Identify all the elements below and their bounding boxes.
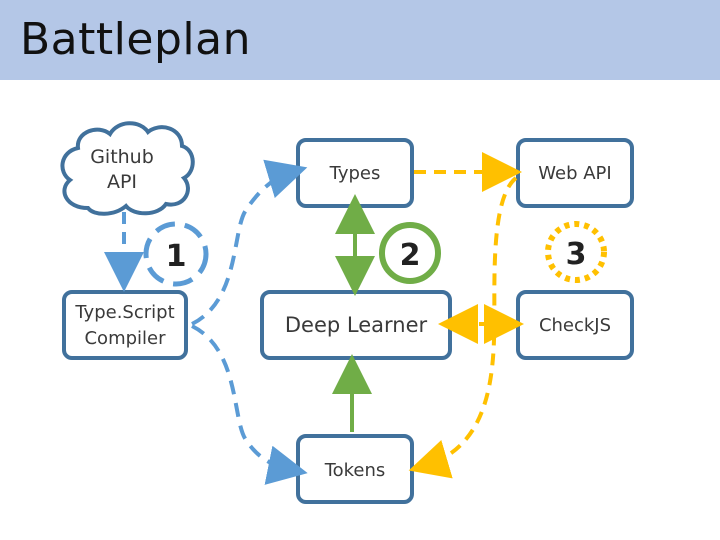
web-api-label: Web API	[538, 163, 611, 184]
step-number-2: 2	[400, 238, 421, 273]
github-api-label-line2: API	[107, 171, 137, 193]
node-deep-learner: Deep Learner	[260, 290, 452, 360]
deep-learner-label: Deep Learner	[285, 313, 428, 337]
tokens-label: Tokens	[324, 460, 386, 481]
node-typescript-compiler: Type.Script Compiler	[62, 290, 188, 360]
step-number-1: 1	[166, 239, 187, 274]
typescript-compiler-label-line2: Compiler	[84, 328, 166, 349]
title-bar	[0, 0, 720, 80]
node-github-api: Github API	[60, 121, 195, 216]
step-number-3: 3	[566, 237, 587, 272]
typescript-compiler-label-line1: Type.Script	[74, 302, 174, 323]
arrow-web-api-to-tokens	[408, 176, 518, 479]
arrow-compiler-to-types	[191, 159, 308, 326]
slide-title: Battleplan	[20, 14, 251, 65]
step-marker-3: 3	[545, 221, 607, 283]
github-api-label-line1: Github	[90, 146, 154, 168]
node-types: Types	[296, 138, 414, 208]
checkjs-label: CheckJS	[539, 315, 611, 336]
cloud-shape	[60, 121, 195, 216]
step-marker-2: 2	[379, 222, 441, 284]
types-label: Types	[329, 163, 381, 184]
node-tokens: Tokens	[296, 434, 414, 504]
step-marker-1: 1	[143, 221, 209, 287]
arrow-compiler-to-tokens	[191, 324, 308, 485]
node-web-api: Web API	[516, 138, 634, 208]
node-checkjs: CheckJS	[516, 290, 634, 360]
